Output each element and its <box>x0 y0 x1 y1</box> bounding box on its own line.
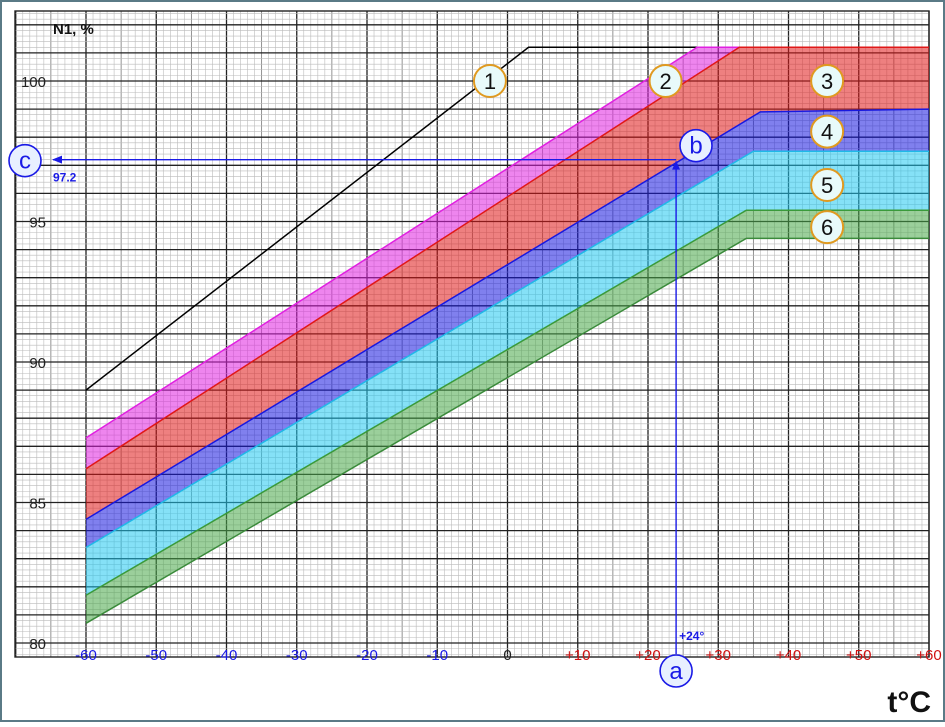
series-lines <box>85 46 930 624</box>
y-tick-label: 100 <box>21 74 46 91</box>
x-tick-label: -30 <box>286 647 308 664</box>
x-axis-label: t°C <box>887 686 931 719</box>
series-labels: 1 2 3 4 5 6 <box>472 64 845 245</box>
series-line-6 <box>85 209 929 596</box>
series-band-3 <box>86 47 929 520</box>
series-label-circle <box>648 64 683 98</box>
series-label-4: 4 <box>821 120 833 145</box>
x-tick-label: -20 <box>356 647 378 664</box>
annotation-arrowhead-left <box>52 155 62 164</box>
series-label-5: 5 <box>821 173 833 198</box>
x-tick-label: +40 <box>776 647 801 664</box>
series-line-5 <box>85 150 929 549</box>
annotation-y-value: 97.2 <box>53 171 77 185</box>
y-axis-label: N1, % <box>53 21 94 38</box>
series-label-circle <box>810 114 845 149</box>
series-label-3: 3 <box>821 69 833 94</box>
y-tick-label: 85 <box>29 496 46 513</box>
annotation-x-value: +24° <box>679 629 704 643</box>
y-tick-label: 95 <box>29 215 46 232</box>
x-tick-label: -60 <box>75 647 97 664</box>
series-band-5 <box>86 151 929 596</box>
series-bands <box>86 47 929 624</box>
x-tick-label: +30 <box>706 647 731 664</box>
series-label-circle <box>472 64 507 98</box>
x-tick-label: +10 <box>565 647 590 664</box>
series-label-2: 2 <box>659 69 671 94</box>
series-label-1: 1 <box>484 69 496 94</box>
marker-c-circle <box>8 143 42 178</box>
x-tick-label: +60 <box>916 647 941 664</box>
marker-a-circle <box>659 654 693 688</box>
plot-border <box>14 10 930 658</box>
series-label-circle <box>810 167 845 202</box>
x-tick-label: -10 <box>426 647 448 664</box>
x-tick-label: +20 <box>635 647 660 664</box>
series-line-4 <box>85 108 930 521</box>
series-label-6: 6 <box>821 215 833 240</box>
y-tick-label: 90 <box>29 355 46 372</box>
marker-b-circle <box>679 128 713 163</box>
tick-labels: -60 -50 -40 -30 -20 -10 0 +10 +20 +30 +40 +50 +60 80 8… <box>21 74 942 664</box>
y-tick-label: 80 <box>29 636 46 653</box>
annotation: +24° 97.2 a b c <box>8 128 713 688</box>
series-label-circle <box>810 64 845 98</box>
series-line-lower-6 <box>85 237 929 624</box>
x-tick-label: -40 <box>216 647 238 664</box>
marker-a: a <box>669 658 683 685</box>
annotation-arrowhead-up <box>672 160 681 170</box>
x-tick-label: -50 <box>145 647 167 664</box>
series-line-3 <box>85 46 929 470</box>
series-label-circle <box>810 210 845 245</box>
x-tick-label: +50 <box>846 647 871 664</box>
marker-c: c <box>19 148 31 175</box>
x-tick-label: 0 <box>503 647 511 664</box>
grid <box>14 10 930 658</box>
marker-b: b <box>689 133 702 160</box>
